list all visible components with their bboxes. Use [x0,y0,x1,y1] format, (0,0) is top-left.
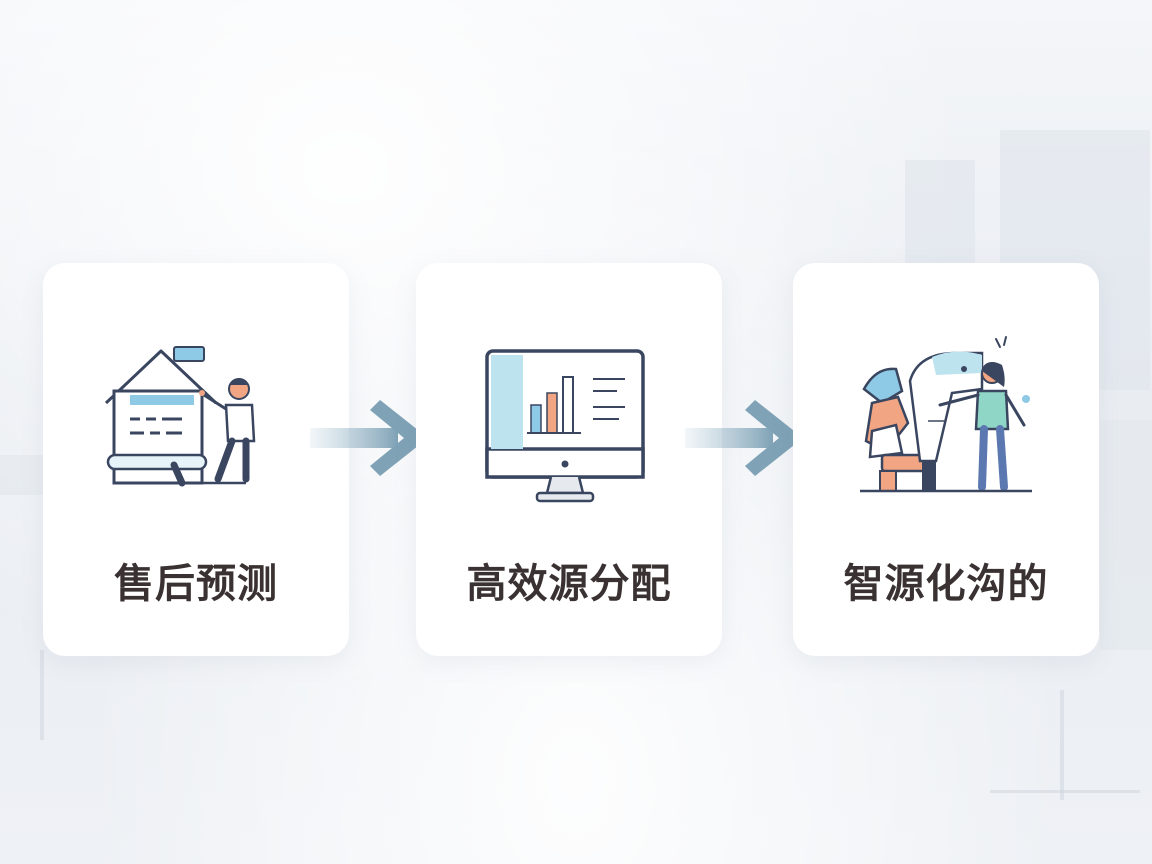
step-card-2: 高效源分配 [416,263,722,656]
background-chair-leg [40,650,44,740]
step-label-2: 高效源分配 [416,551,722,609]
house-document-person-icon [86,333,306,513]
step-card-1: 售后预测 [43,263,349,656]
arrow-right-icon [310,396,430,480]
step-label-1: 售后预测 [43,551,349,609]
background-desk [1100,420,1152,650]
background-chair-base [990,790,1140,793]
step-card-3: 智源化沟的 [793,263,1099,656]
background-chair-leg [1060,690,1064,800]
step-label-3: 智源化沟的 [793,551,1099,609]
arrow-right-icon [685,396,805,480]
background-desk [0,455,45,495]
people-communication-icon [836,333,1056,513]
monitor-bar-chart-icon [459,333,679,513]
